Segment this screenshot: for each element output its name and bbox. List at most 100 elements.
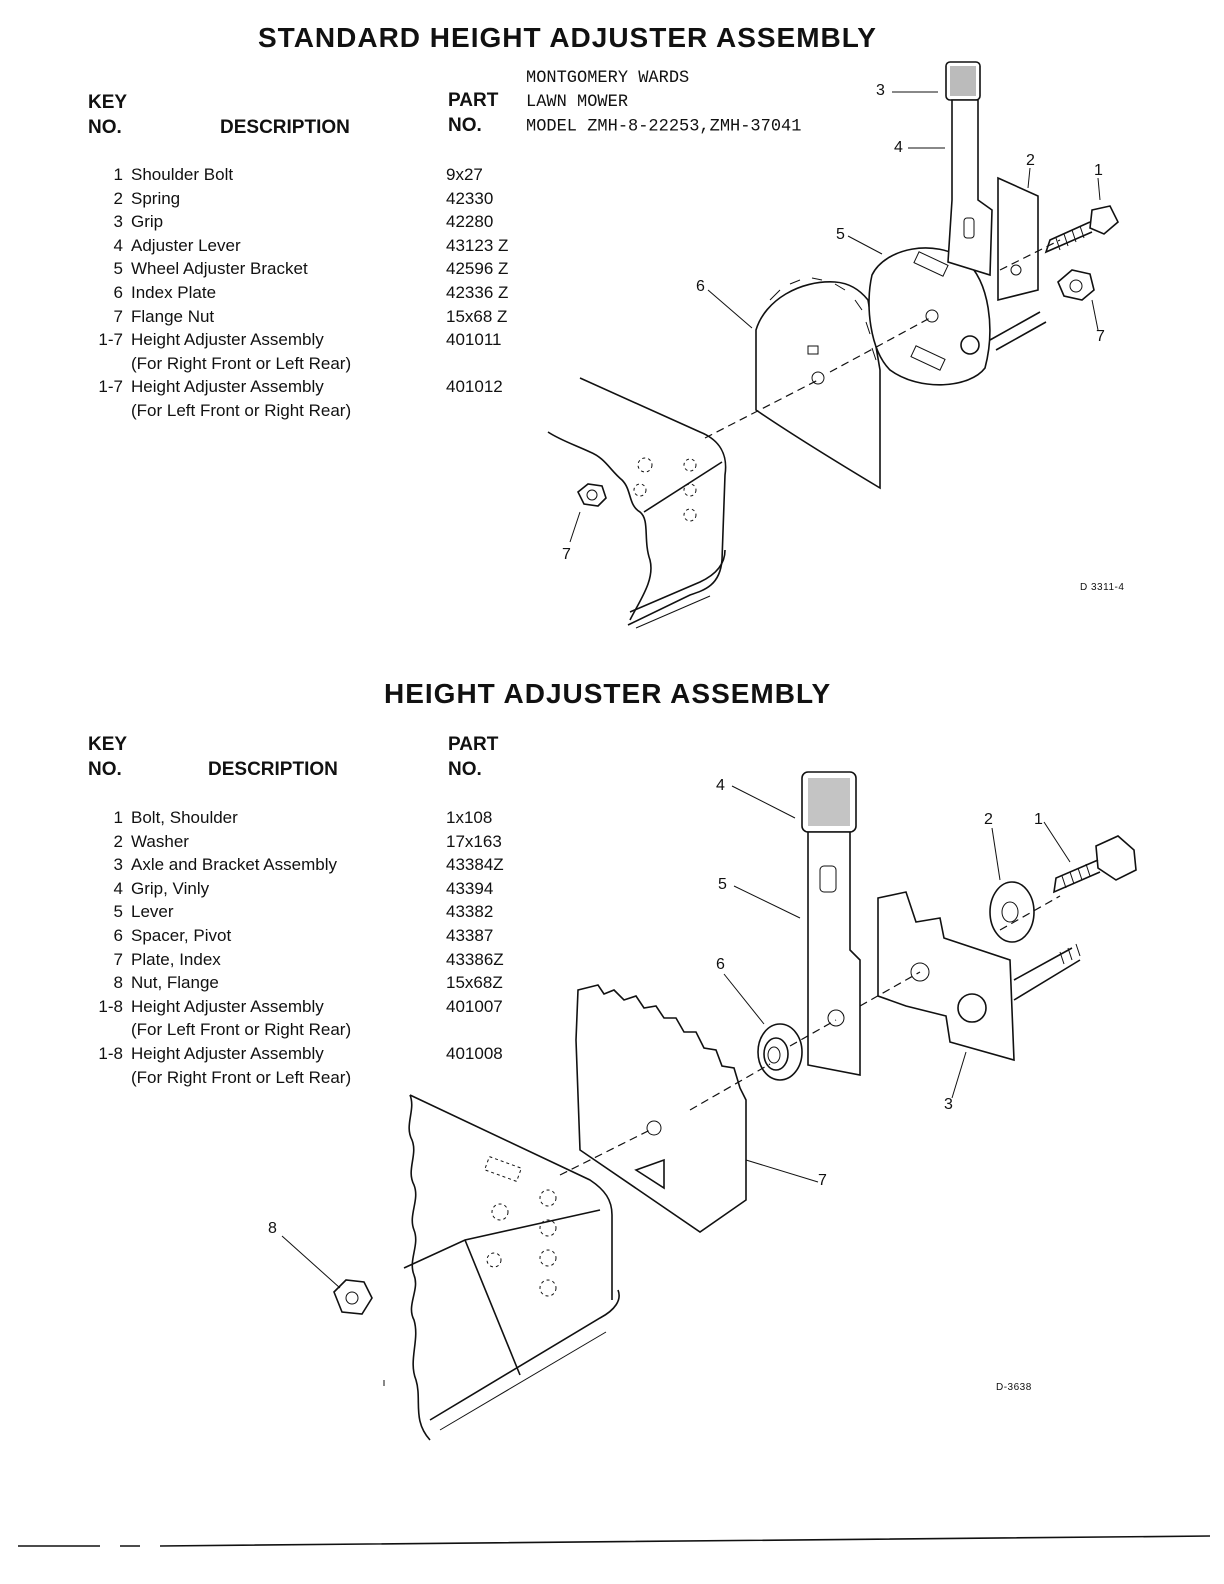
leader-line: [847, 235, 883, 255]
housing-edge: [643, 461, 723, 513]
part-number: 43386Z: [446, 949, 504, 969]
leader-line: [951, 1051, 967, 1099]
part-description: Grip: [131, 212, 164, 232]
housing-hole: [683, 483, 697, 497]
part-description: (For Left Front or Right Rear): [131, 400, 352, 420]
key-number: 3: [113, 855, 123, 875]
housing-slot: [483, 1155, 523, 1183]
part-number: 401007: [446, 996, 503, 1016]
part-number: 1x108: [446, 808, 493, 827]
key-number: 7: [113, 306, 123, 326]
part-description: Adjuster Lever: [131, 235, 241, 255]
spring-plate-hole: [1010, 264, 1022, 276]
flange-nut-icon: [576, 483, 607, 507]
flange-nut-icon: [333, 1279, 373, 1315]
key-number: 1-7: [98, 330, 123, 350]
key-number: 1-8: [98, 996, 123, 1016]
key-label: KEY: [88, 92, 128, 113]
callout-5: 5: [836, 226, 845, 243]
pivot-spacer-icon: [757, 1023, 803, 1081]
axle-threads: [1059, 943, 1081, 965]
housing-hole: [486, 1252, 502, 1268]
lever-hole: [827, 1009, 845, 1027]
part-description: Height Adjuster Assembly: [131, 996, 324, 1016]
part-number: 43394: [446, 878, 494, 898]
housing-body: [579, 377, 727, 626]
callout-3: 3: [944, 1096, 953, 1113]
section2-key-header: KEY NO.: [88, 732, 127, 782]
model-note-line: LAWN MOWER: [526, 92, 629, 113]
part-description: Wheel Adjuster Bracket: [131, 259, 308, 279]
section1-description-header: DESCRIPTION: [220, 117, 350, 138]
part-number: 401008: [446, 1043, 503, 1063]
index-slot: [807, 345, 819, 355]
housing-rim: [629, 549, 726, 613]
part-label: PART: [448, 734, 499, 755]
index-tab: [634, 1158, 665, 1190]
part-number: 43387: [446, 925, 494, 945]
leader-line: [281, 1235, 341, 1289]
leader-line: [1097, 177, 1101, 201]
grip-texture: [950, 66, 976, 96]
bracket-slot: [910, 345, 946, 371]
key-number: 7: [113, 949, 123, 969]
part-number: 15x68Z: [446, 973, 503, 993]
part-description: Height Adjuster Assembly: [131, 330, 324, 350]
part-number: 401011: [446, 330, 502, 350]
part-no-label: NO.: [448, 115, 482, 136]
key-number: 1-8: [98, 1043, 123, 1063]
part-description: Height Adjuster Assembly: [131, 377, 324, 397]
shoulder-bolt-icon: [1053, 835, 1137, 894]
model-note-line: MONTGOMERY WARDS: [526, 68, 690, 89]
index-plate: [755, 281, 881, 490]
housing-hole: [683, 458, 697, 472]
index-hole: [646, 1120, 662, 1136]
no-label: NO.: [88, 117, 122, 138]
lever-slot: [819, 865, 837, 893]
key-number: 3: [113, 212, 123, 232]
housing-hole: [539, 1189, 557, 1207]
housing-rim-inner: [635, 595, 711, 629]
leader-line: [1027, 167, 1031, 189]
part-number: 42330: [446, 188, 494, 208]
part-no-label: NO.: [448, 759, 482, 780]
part-description: (For Right Front or Left Rear): [131, 353, 352, 373]
key-number: 6: [113, 282, 123, 302]
callout-6: 6: [716, 956, 725, 973]
housing-fold: [403, 1209, 601, 1269]
part-number: 15x68 Z: [446, 306, 508, 326]
key-number: 5: [113, 259, 123, 279]
bracket-stud: [960, 335, 980, 355]
part-description: Index Plate: [131, 282, 217, 302]
callout-6: 6: [696, 278, 705, 295]
housing-hole: [491, 1203, 509, 1221]
callout-7: 7: [818, 1172, 827, 1189]
callout-7: 7: [562, 546, 571, 563]
adjuster-lever: [947, 99, 993, 277]
key-number: 5: [113, 902, 123, 922]
part-number: 43382: [446, 902, 494, 922]
part-description: Shoulder Bolt: [131, 165, 234, 184]
bottom-rule: [18, 1535, 1211, 1547]
key-number: 2: [113, 831, 123, 851]
housing-hole: [633, 483, 647, 497]
section1-title: STANDARD HEIGHT ADJUSTER ASSEMBLY: [258, 22, 877, 53]
callout-4: 4: [716, 777, 725, 794]
leader-line: [745, 1159, 819, 1183]
part-description: Bolt, Shoulder: [131, 808, 238, 827]
leader-line: [569, 511, 581, 543]
part-description: Washer: [131, 831, 189, 851]
callout-2: 2: [984, 811, 993, 828]
housing-break-line: [547, 431, 652, 621]
drawing-code: D-3638: [996, 1382, 1032, 1393]
housing-hole: [539, 1219, 557, 1237]
